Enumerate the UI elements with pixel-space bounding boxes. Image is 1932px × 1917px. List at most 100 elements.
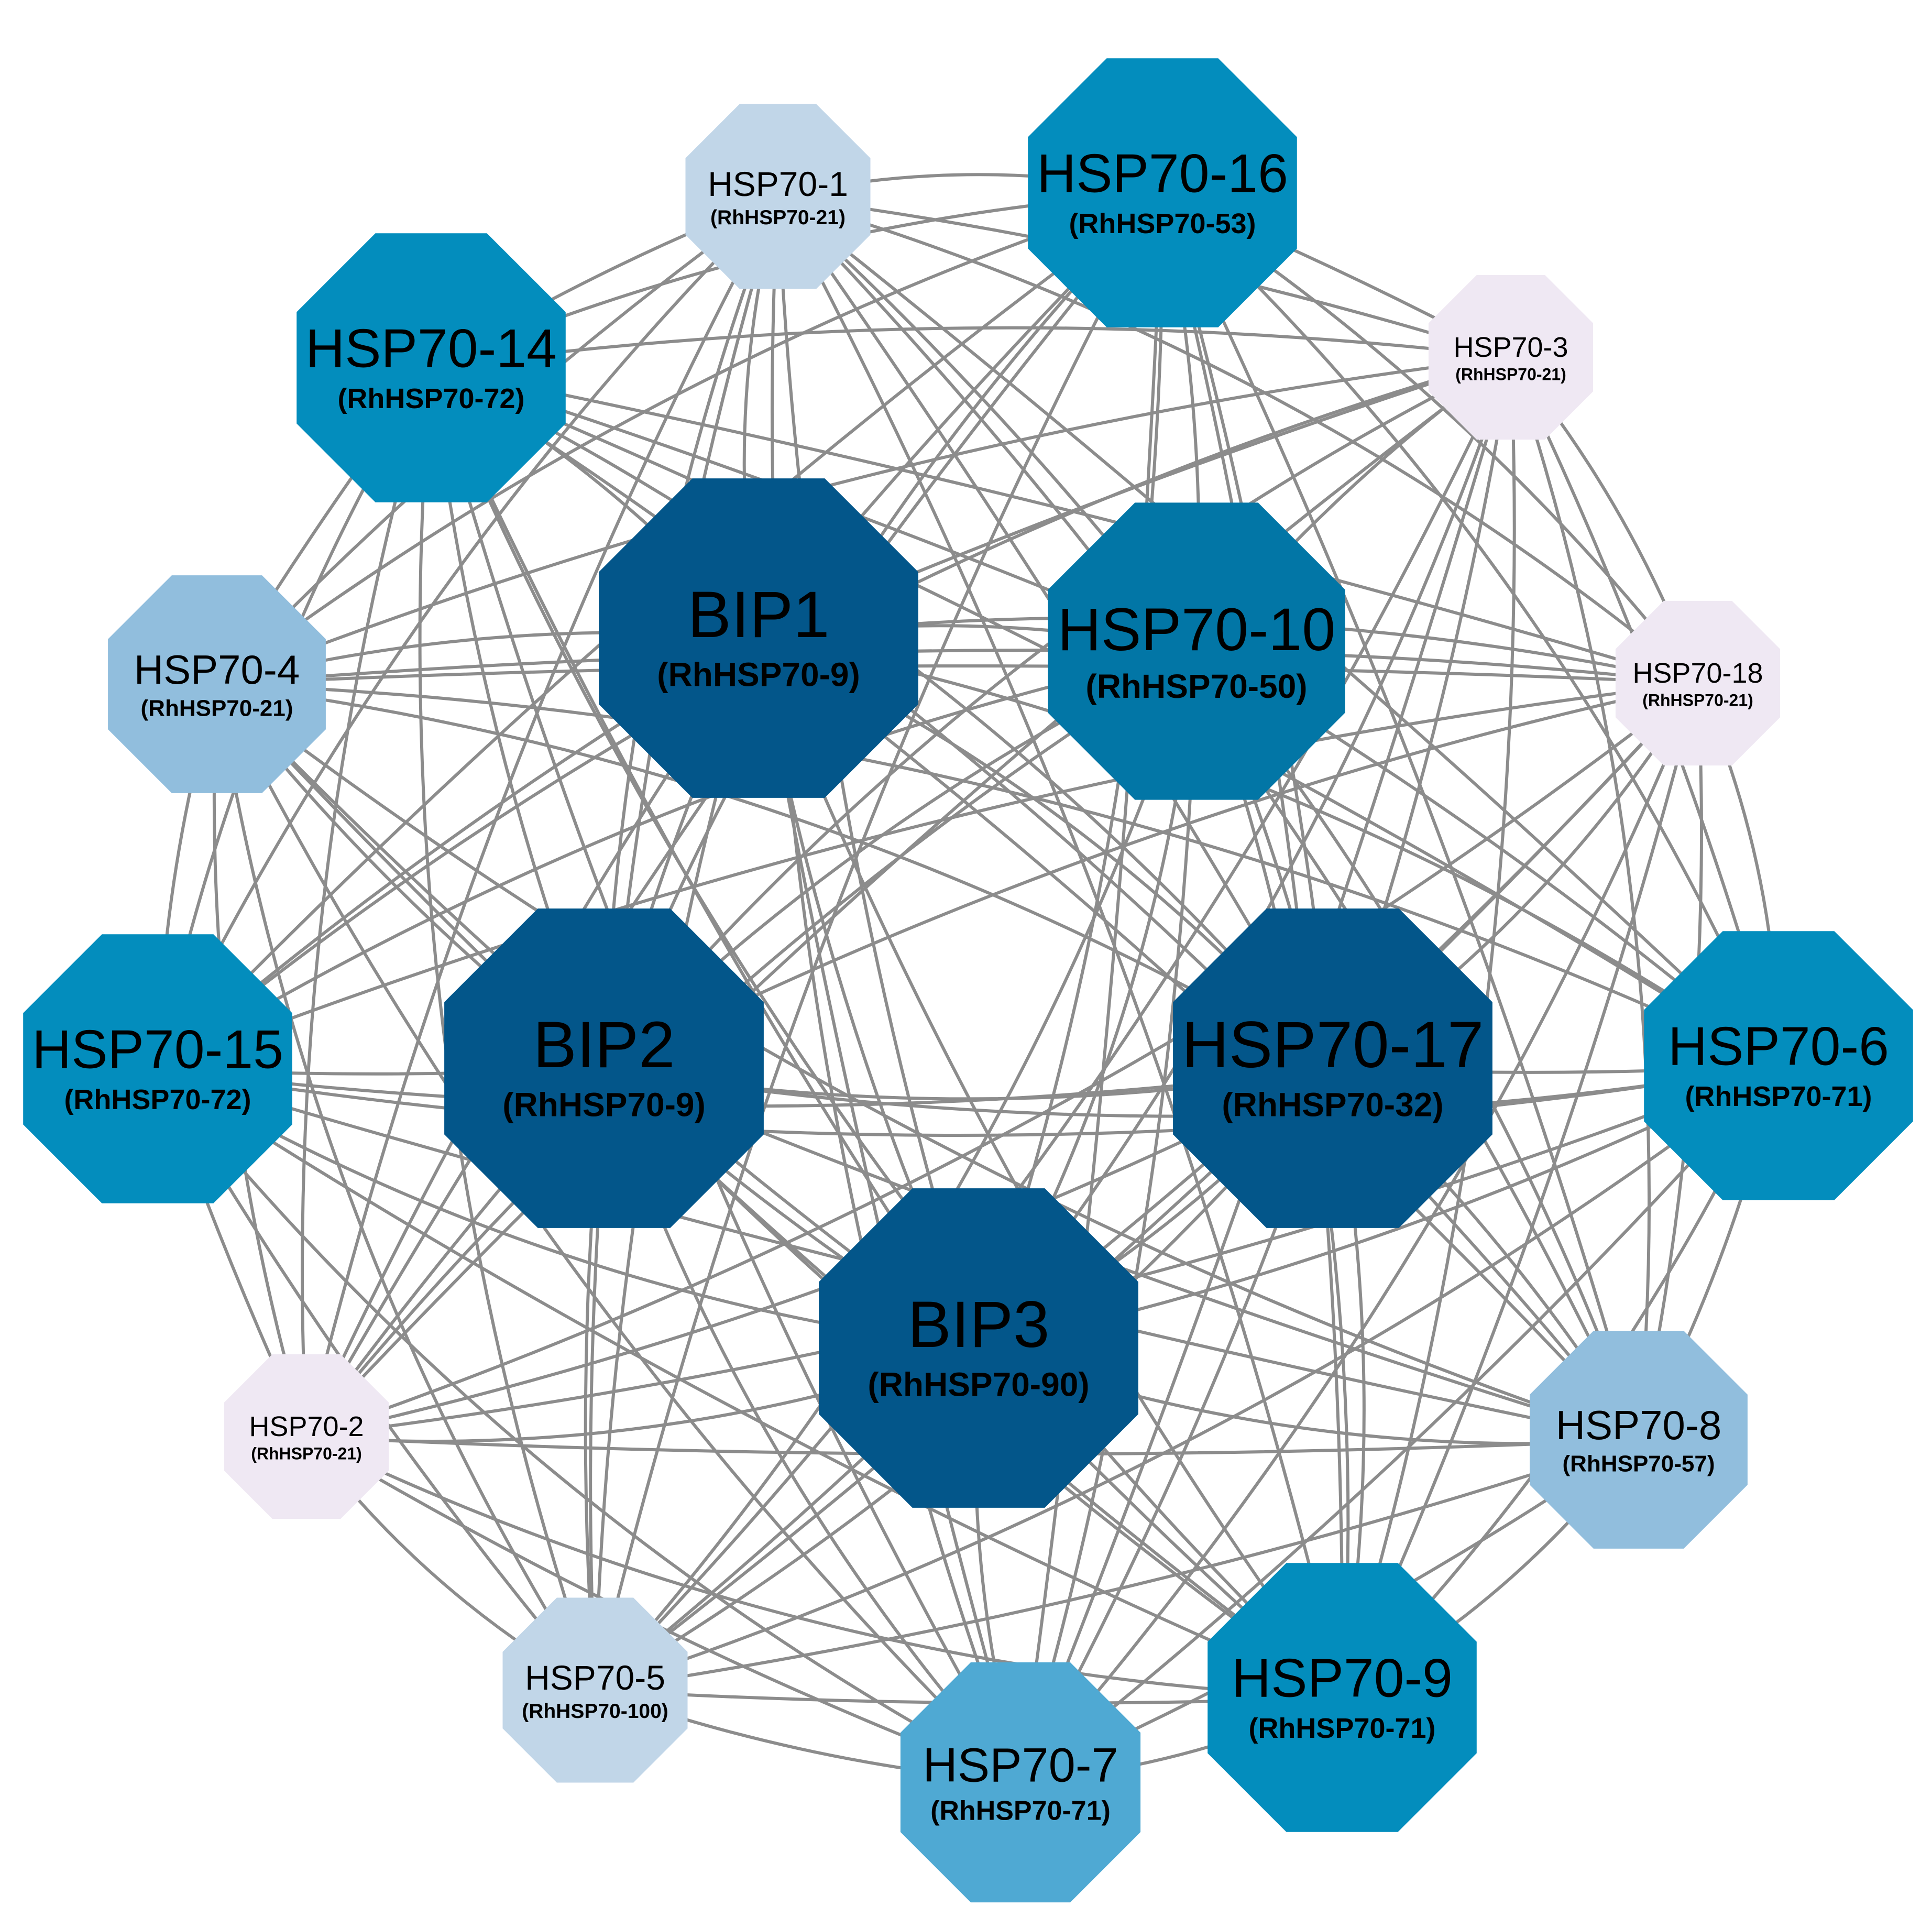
edge-hsp70-9-hsp70-4	[215, 683, 1343, 1699]
edge-hsp70-16-hsp70-6	[1161, 191, 1780, 1067]
edge-hsp70-18-hsp70-2	[306, 682, 1699, 1438]
node-octagon	[1428, 275, 1594, 440]
edge-hsp70-6-hsp70-4	[216, 683, 1780, 1067]
edge-hsp70-1-hsp70-2	[305, 195, 780, 1437]
edge-hsp70-7-hsp70-18	[1019, 682, 1699, 1783]
edge-hsp70-14-hsp70-3	[431, 326, 1511, 369]
node-hsp70-5: HSP70-5(RhHSP70-100)	[502, 1597, 688, 1783]
node-bip2: BIP2 (RhHSP70-9)	[444, 908, 764, 1228]
node-name-label: HSP70-2	[249, 1411, 364, 1442]
node-gene-label: (RhHSP70-21)	[251, 1444, 362, 1463]
node-gene-label: (RhHSP70-21)	[1455, 365, 1566, 384]
node-name-label: HSP70-18	[1632, 658, 1763, 689]
node-bip1: BIP1(RhHSP70-9)	[599, 478, 918, 798]
edge-hsp70-17-hsp70-4	[216, 683, 1334, 1070]
edge-hsp70-15-hsp70-18	[157, 682, 1698, 1070]
node-hsp70-4: HSP70-4 (RhHSP70-21)	[108, 575, 326, 793]
node-gene-label: (RhHSP70-21)	[710, 206, 846, 229]
node-octagon	[1644, 931, 1913, 1200]
edge-hsp70-14-hsp70-18	[431, 366, 1698, 685]
node-octagon	[819, 1188, 1138, 1508]
edge-hsp70-15-hsp70-9	[157, 1067, 1343, 1699]
node-octagon	[1615, 600, 1781, 766]
node-gene-label: (RhHSP70-50)	[1085, 667, 1307, 705]
edge-hsp70-4-hsp70-8	[216, 683, 1639, 1441]
edge-hsp70-9-hsp70-1	[776, 195, 1344, 1698]
node-name-label: HSP70-17	[1182, 1009, 1484, 1081]
node-name-label: HSP70-16	[1037, 143, 1288, 204]
edge-hsp70-16-hsp70-8	[1161, 192, 1640, 1440]
edge-hsp70-7-hsp70-1	[771, 196, 1022, 1783]
edge-hsp70-4-hsp70-5	[215, 684, 597, 1691]
node-name-label: BIP2	[533, 1009, 675, 1081]
node-hsp70-9: HSP70-9(RhHSP70-71)	[1208, 1563, 1477, 1832]
edge-hsp70-15-hsp70-7	[156, 1068, 1022, 1784]
edge-hsp70-5-hsp70-3	[594, 356, 1512, 1692]
node-name-label: HSP70-6	[1668, 1016, 1889, 1077]
node-octagon	[900, 1662, 1141, 1903]
node-name-label: HSP70-10	[1058, 596, 1336, 663]
node-name-label: BIP3	[908, 1288, 1050, 1361]
node-octagon	[502, 1597, 688, 1783]
node-gene-label: (RhHSP70-57)	[1563, 1451, 1715, 1477]
node-bip3: BIP3 (RhHSP70-90)	[819, 1188, 1138, 1508]
node-name-label: HSP70-9	[1232, 1648, 1453, 1708]
node-gene-label: (RhHSP70-90)	[868, 1366, 1089, 1404]
node-octagon	[108, 575, 326, 793]
node-layer: BIP1(RhHSP70-9)HSP70-10(RhHSP70-50)BIP2(…	[23, 58, 1913, 1903]
edge-hsp70-4-hsp70-3	[216, 356, 1511, 686]
node-octagon	[23, 934, 292, 1203]
edge-hsp70-6-hsp70-5	[595, 1064, 1780, 1692]
node-octagon	[1048, 502, 1345, 800]
node-name-label: HSP70-4	[134, 647, 300, 693]
edge-hsp70-16-hsp70-4	[216, 191, 1163, 686]
edge-bip3-hsp70-3	[977, 357, 1512, 1349]
node-name-label: BIP1	[688, 578, 830, 651]
node-octagon	[224, 1354, 389, 1519]
node-octagon	[599, 478, 918, 798]
node-gene-label: (RhHSP70-100)	[522, 1700, 668, 1723]
node-gene-label: (RhHSP70-71)	[930, 1796, 1111, 1826]
edge-hsp70-15-hsp70-6	[157, 1064, 1779, 1137]
node-name-label: HSP70-15	[32, 1019, 283, 1080]
node-gene-label: (RhHSP70-53)	[1069, 208, 1256, 239]
node-octagon	[1173, 908, 1492, 1228]
node-hsp70-7: HSP70-7 (RhHSP70-71)	[900, 1662, 1141, 1903]
node-gene-label: (RhHSP70-72)	[64, 1084, 251, 1115]
node-gene-label: (RhHSP70-21)	[141, 696, 293, 721]
node-hsp70-15: HSP70-15 (RhHSP70-72)	[23, 934, 292, 1203]
node-name-label: HSP70-8	[1556, 1402, 1722, 1448]
node-octagon	[444, 908, 764, 1228]
node-hsp70-1: HSP70-1(RhHSP70-21)	[685, 104, 871, 289]
edge-hsp70-1-hsp70-18	[777, 195, 1699, 685]
node-octagon	[297, 233, 566, 502]
node-hsp70-14: HSP70-14(RhHSP70-72)	[297, 233, 566, 502]
node-octagon	[1530, 1331, 1748, 1549]
edge-hsp70-8-hsp70-5	[595, 1438, 1639, 1692]
node-gene-label: (RhHSP70-32)	[1222, 1086, 1443, 1124]
node-gene-label: (RhHSP70-9)	[502, 1086, 706, 1124]
node-hsp70-8: HSP70-8 (RhHSP70-57)	[1530, 1331, 1748, 1549]
node-hsp70-10: HSP70-10 (RhHSP70-50)	[1048, 502, 1345, 800]
edge-hsp70-9-hsp70-2	[305, 1435, 1343, 1699]
node-hsp70-17: HSP70-17 (RhHSP70-32)	[1173, 908, 1492, 1228]
node-hsp70-16: HSP70-16 (RhHSP70-53)	[1028, 58, 1297, 327]
node-name-label: HSP70-14	[305, 318, 557, 379]
edge-hsp70-9-hsp70-18	[1341, 683, 1699, 1699]
edge-hsp70-10-hsp70-7	[1019, 651, 1198, 1783]
edge-hsp70-8-hsp70-3	[1509, 357, 1651, 1440]
edge-hsp70-3-hsp70-2	[305, 356, 1512, 1438]
node-hsp70-6: HSP70-6 (RhHSP70-71)	[1644, 931, 1913, 1200]
edge-hsp70-16-hsp70-7	[1019, 192, 1164, 1783]
edge-hsp70-17-hsp70-14	[430, 366, 1334, 1069]
node-octagon	[1028, 58, 1297, 327]
edge-hsp70-7-hsp70-4	[215, 683, 1022, 1784]
edge-hsp70-5-hsp70-18	[594, 682, 1699, 1692]
edge-hsp70-14-hsp70-2	[301, 367, 433, 1437]
node-name-label: HSP70-7	[923, 1739, 1118, 1792]
edge-bip1-hsp70-9	[757, 637, 1344, 1699]
node-hsp70-3: HSP70-3(RhHSP70-21)	[1428, 275, 1594, 440]
edge-hsp70-10-hsp70-15	[157, 650, 1197, 1070]
node-gene-label: (RhHSP70-71)	[1685, 1081, 1872, 1112]
